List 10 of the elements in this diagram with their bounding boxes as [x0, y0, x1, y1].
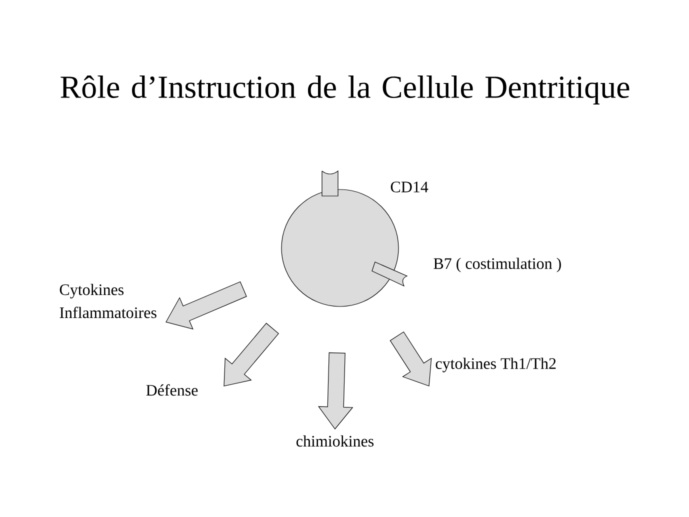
block-arrow	[224, 322, 279, 386]
block-arrow	[318, 352, 354, 430]
node-label: Cytokines Inflammatoires	[60, 284, 156, 318]
node-label: cytokines Th1/Th2	[436, 358, 556, 372]
node-label: Défense	[146, 384, 198, 396]
receptor-label: CD14	[390, 182, 428, 192]
block-arrow	[166, 281, 247, 330]
title: Rôle d’Instruction de la Cellule Dentritique	[60, 75, 630, 105]
receptor-label: B7 ( costimulation )	[434, 258, 561, 272]
node-label: chimiokines	[296, 435, 374, 447]
